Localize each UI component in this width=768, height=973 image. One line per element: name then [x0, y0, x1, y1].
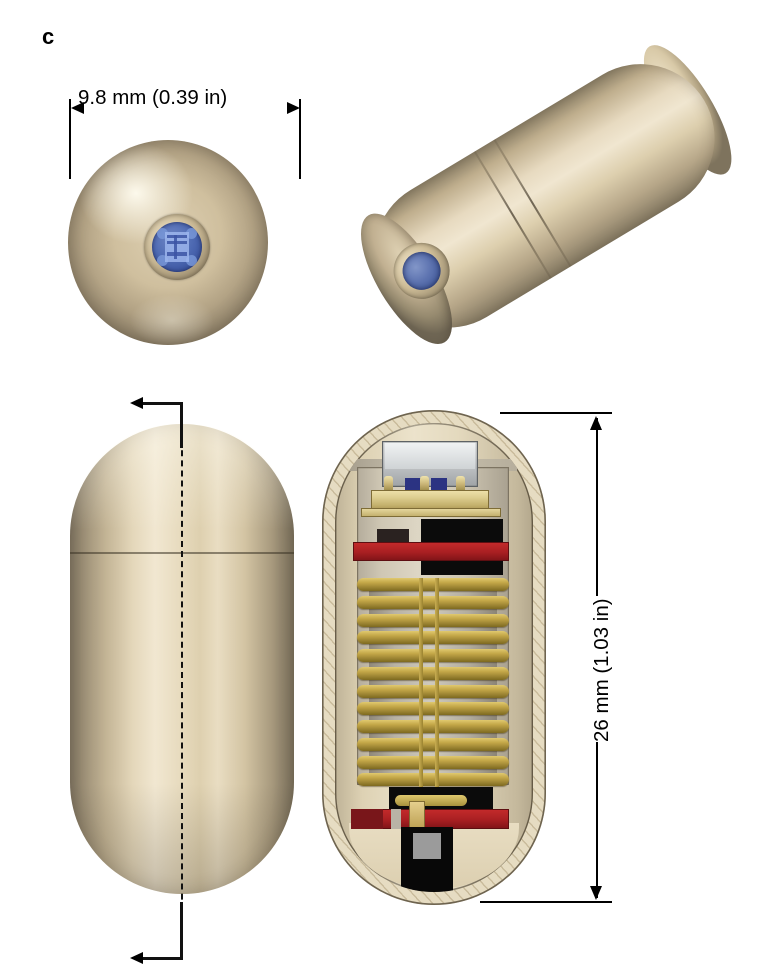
width-ext-line-right	[299, 99, 301, 179]
width-dimension-label: 9.8 mm (0.39 in)	[78, 86, 228, 109]
camera-lens-window	[152, 222, 202, 272]
capsule-end-on-view	[68, 132, 268, 352]
image-sensor-die	[165, 232, 189, 262]
height-arrow-down	[590, 886, 602, 900]
coil-return-leg	[419, 578, 423, 799]
capsule-3d-body	[300, 0, 768, 432]
red-pcb-upper	[353, 542, 509, 561]
connector-pin	[384, 476, 393, 490]
coil-core	[369, 578, 497, 786]
gold-connector-flange	[361, 508, 501, 517]
height-dim-line-upper	[596, 418, 598, 596]
battery-terminal	[413, 833, 441, 859]
coil-turn	[357, 595, 509, 609]
camera-lens-window	[395, 244, 448, 297]
black-battery-block	[401, 827, 453, 892]
capsule-side-view	[62, 397, 322, 964]
led-icon	[157, 255, 168, 266]
height-arrow-up	[590, 416, 602, 430]
lens-bezel	[144, 214, 210, 280]
width-arrow-right	[287, 102, 300, 114]
coil-turn	[357, 720, 509, 733]
coil-turn	[357, 737, 509, 751]
width-arrow-left	[71, 102, 84, 114]
capsule-interior	[335, 423, 533, 892]
coil-turn	[357, 684, 509, 698]
chip-icon	[431, 478, 447, 490]
chip-icon	[405, 478, 421, 490]
capsule-perspective-view	[332, 16, 752, 384]
coil-turn	[357, 578, 509, 591]
black-component-under-pcb	[421, 561, 503, 575]
gold-contact-rod	[395, 795, 467, 806]
connector-pin	[456, 476, 465, 490]
width-ext-line-left	[69, 99, 71, 179]
height-ext-line-bottom	[480, 901, 612, 903]
gold-contact-post	[409, 801, 425, 831]
coil-turn	[357, 666, 509, 680]
led-icon	[186, 228, 197, 239]
coil-turn	[357, 613, 509, 627]
connector-pin	[420, 476, 429, 490]
led-icon	[186, 255, 197, 266]
height-ext-line-top	[500, 412, 612, 414]
coil-turn	[357, 773, 509, 787]
red-pcb-lower	[351, 809, 509, 829]
coil-return-leg	[435, 578, 439, 799]
height-dim-line-lower	[596, 742, 598, 898]
optical-window	[385, 443, 475, 469]
panel-label: c	[42, 24, 55, 49]
coil-turn	[357, 649, 509, 662]
coil-turn	[357, 702, 509, 716]
led-icon	[157, 228, 168, 239]
centerline	[181, 410, 183, 950]
coil-turn	[357, 631, 509, 645]
gold-connector-plate	[371, 490, 489, 512]
capsule-cutaway-view	[322, 404, 572, 914]
coil-turn	[357, 755, 509, 769]
height-dimension-label: 26 mm (1.03 in)	[590, 598, 613, 742]
